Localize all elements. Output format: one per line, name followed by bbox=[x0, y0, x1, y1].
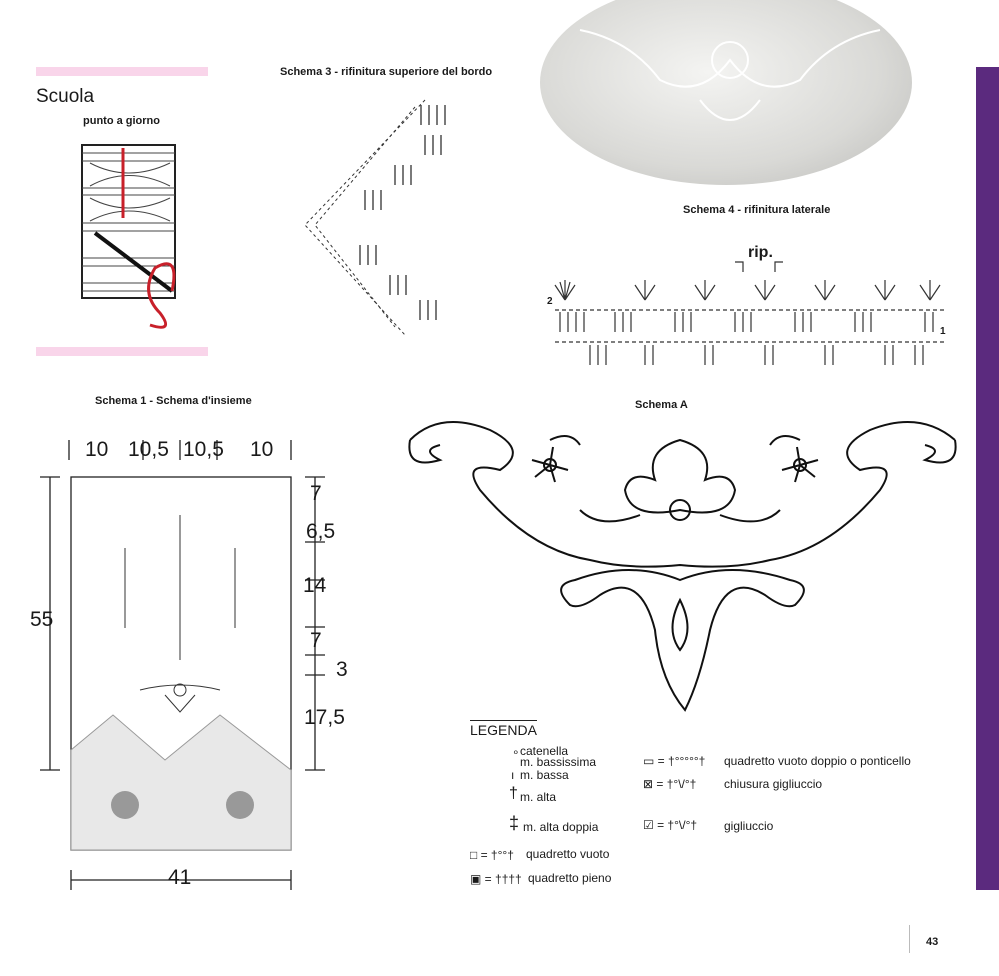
hemstitch-illustration bbox=[81, 144, 176, 329]
legend-symbol-m-bassa: ı bbox=[511, 768, 515, 782]
legend-symbol-quadretto-pieno: ▣ = †††† bbox=[470, 872, 522, 886]
legend-item-ponticello: quadretto vuoto doppio o ponticello bbox=[724, 754, 911, 768]
purple-side-bar bbox=[976, 67, 999, 890]
legend-item-gigliuccio: gigliuccio bbox=[724, 819, 774, 833]
schema4-row-label-2: 2 bbox=[547, 296, 553, 307]
right-dim-4: 7 bbox=[310, 629, 322, 652]
legend-item-m-alta: m. alta bbox=[520, 790, 557, 804]
legend-item-quadretto-vuoto: quadretto vuoto bbox=[526, 847, 610, 861]
schemaA-title: Schema A bbox=[635, 399, 688, 411]
embroidery-photo bbox=[540, 0, 912, 185]
top-dim-2: 10,5 bbox=[128, 438, 169, 461]
schema1-dimension-lines bbox=[40, 440, 325, 890]
legend-symbol-catenella: ∘ bbox=[512, 745, 520, 759]
legend-item-catenella: catenella bbox=[520, 744, 569, 758]
legend-symbol-gigliuccio: ☑ = †°\/°† bbox=[643, 818, 698, 832]
pink-band-bottom bbox=[36, 347, 208, 356]
page-number-divider bbox=[909, 925, 910, 953]
schema4-row-label-1: 1 bbox=[940, 326, 946, 337]
schema4-repeat-label: rip. bbox=[748, 244, 773, 261]
schemaA-embroidery-pattern bbox=[408, 421, 957, 712]
width-dim: 41 bbox=[168, 866, 192, 889]
legend-item-m-bassa: m. bassa bbox=[520, 768, 569, 782]
top-dim-4: 10 bbox=[250, 438, 274, 461]
right-dim-5: 3 bbox=[336, 658, 348, 681]
legend-item-chiusura-gigliuccio: chiusura gigliuccio bbox=[724, 777, 823, 791]
right-dim-1: 7 bbox=[310, 482, 322, 505]
legend-symbol-m-alta: † bbox=[509, 785, 518, 802]
right-dim-3: 14 bbox=[303, 574, 327, 597]
pink-band-top bbox=[36, 67, 208, 76]
small-motif bbox=[139, 683, 221, 713]
legend-symbol-quadretto-vuoto: □ = †°°† bbox=[470, 848, 514, 862]
legend-symbol-chiusura-gigliuccio: ⊠ = †°\/°† bbox=[643, 777, 697, 791]
right-dim-6: 17,5 bbox=[304, 706, 345, 729]
section-title: Scuola bbox=[36, 86, 95, 107]
legend-item-quadretto-pieno: quadretto pieno bbox=[528, 871, 612, 885]
height-dim: 55 bbox=[30, 608, 54, 631]
top-dim-3: 10,5 bbox=[183, 438, 224, 461]
schema4-title: Schema 4 - rifinitura laterale bbox=[683, 204, 831, 216]
legend-title: LEGENDA bbox=[470, 720, 537, 738]
legend-item-m-alta-doppia: m. alta doppia bbox=[523, 820, 599, 834]
legend-item-m-bassissima: m. bassissima bbox=[520, 755, 597, 769]
schema1-title: Schema 1 - Schema d'insieme bbox=[95, 395, 252, 407]
page-number: 43 bbox=[926, 936, 939, 948]
section-subtitle: punto a giorno bbox=[83, 115, 160, 127]
legend-symbol-m-alta-doppia: ‡ bbox=[509, 813, 520, 833]
legend-symbol-ponticello: ▭ = †°°°°°† bbox=[643, 754, 706, 768]
schema4-crochet-diagram bbox=[554, 261, 945, 365]
top-dim-1: 10 bbox=[85, 438, 109, 461]
schema3-title: Schema 3 - rifinitura superiore del bord… bbox=[280, 66, 493, 78]
right-dim-2: 6,5 bbox=[306, 520, 336, 543]
schema3-crochet-diagram bbox=[304, 99, 446, 336]
